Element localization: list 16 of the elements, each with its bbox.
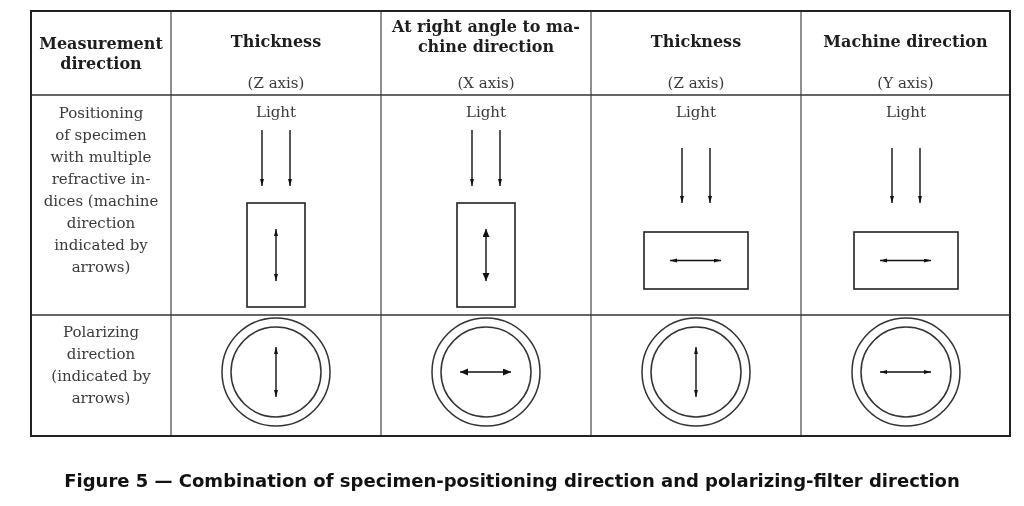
figure-caption: Figure 5 — Combination of specimen-positioning direction and polarizing-filter direction: [63, 470, 961, 492]
axis-label: (Z axis): [246, 73, 306, 93]
axis-label: (X axis): [456, 73, 516, 93]
row-heading: Polarizing direction (indicated by arrows): [50, 322, 152, 409]
column-heading: Machine direction: [822, 32, 989, 52]
light-label: Light: [254, 102, 298, 123]
light-label: Light: [674, 102, 718, 123]
axis-label: (Z axis): [666, 73, 726, 93]
row-heading: Positioning of specimen with multiple refractive in- dices (machine direction indicated by arrows): [42, 103, 160, 278]
column-heading: Measurement direction: [38, 34, 164, 74]
column-heading: At right angle to ma- chine direction: [391, 17, 581, 57]
light-label: Light: [884, 102, 928, 123]
light-label: Light: [464, 102, 508, 123]
column-heading: Thickness: [649, 32, 743, 52]
column-heading: Thickness: [229, 32, 323, 52]
axis-label: (Y axis): [876, 73, 935, 93]
